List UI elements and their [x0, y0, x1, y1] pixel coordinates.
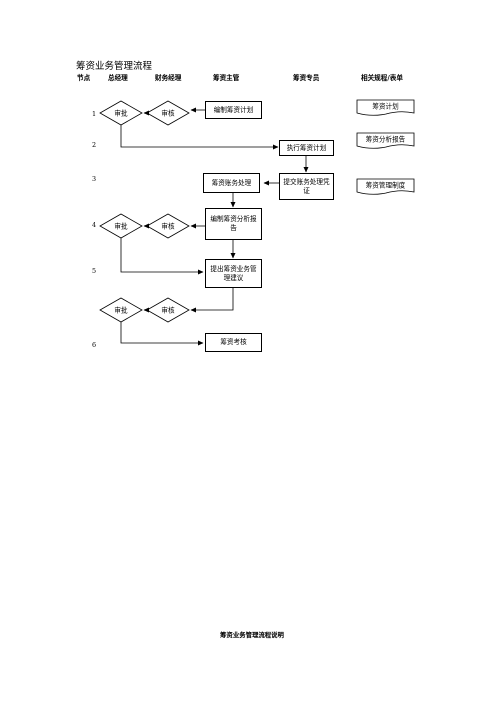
decision-approve-label-1: 审批	[114, 109, 128, 118]
header-finance-manager: 财务经理	[155, 74, 182, 82]
box-compile-plan: 编制筹资计划	[205, 101, 262, 119]
header-general-manager: 总经理	[108, 74, 128, 82]
box-finance-processing: 筹资账务处理	[203, 173, 260, 193]
node-number-1: 1	[92, 110, 97, 118]
document-label-2: 筹资分析报告	[366, 135, 406, 144]
header-financing-clerk: 筹资专员	[293, 74, 320, 82]
node-number-2: 2	[92, 141, 97, 149]
page-title: 筹资业务管理流程	[76, 61, 153, 72]
box-submit-vouchers: 提交账务处理凭证	[279, 173, 334, 200]
decision-review-label-1: 审核	[161, 109, 175, 118]
box-compile-analysis-report: 编制筹资分析报告	[205, 208, 262, 240]
footer-caption: 筹资业务管理流程说明	[220, 631, 284, 639]
document-shape-1	[356, 99, 415, 116]
decision-review-label-2: 审核	[161, 222, 175, 231]
decision-review-1	[146, 100, 190, 126]
header-node: 节点	[77, 74, 91, 82]
box-submit-management-suggestion: 提出筹资业务管理建议	[205, 259, 262, 288]
box-financing-assessment: 筹资考核	[205, 333, 262, 352]
decision-review-2	[146, 213, 190, 239]
header-related-documents: 相关规程/表单	[361, 74, 403, 82]
document-label-1: 筹资计划	[372, 102, 399, 111]
box-execute-plan: 执行筹资计划	[279, 140, 334, 156]
decision-approve-label-3: 审批	[114, 306, 128, 315]
document-shape-2	[356, 132, 415, 149]
node-number-6: 6	[92, 341, 97, 349]
decision-review-3	[146, 297, 190, 323]
decision-review-label-3: 审核	[161, 306, 175, 315]
decision-approve-label-2: 审批	[114, 222, 128, 231]
document-shape-3	[356, 178, 415, 195]
node-number-4: 4	[92, 221, 97, 229]
node-number-5: 5	[92, 267, 97, 275]
document-label-3: 筹资管理制度	[366, 181, 406, 190]
node-number-3: 3	[92, 175, 97, 183]
header-financing-supervisor: 筹资主管	[213, 74, 240, 82]
